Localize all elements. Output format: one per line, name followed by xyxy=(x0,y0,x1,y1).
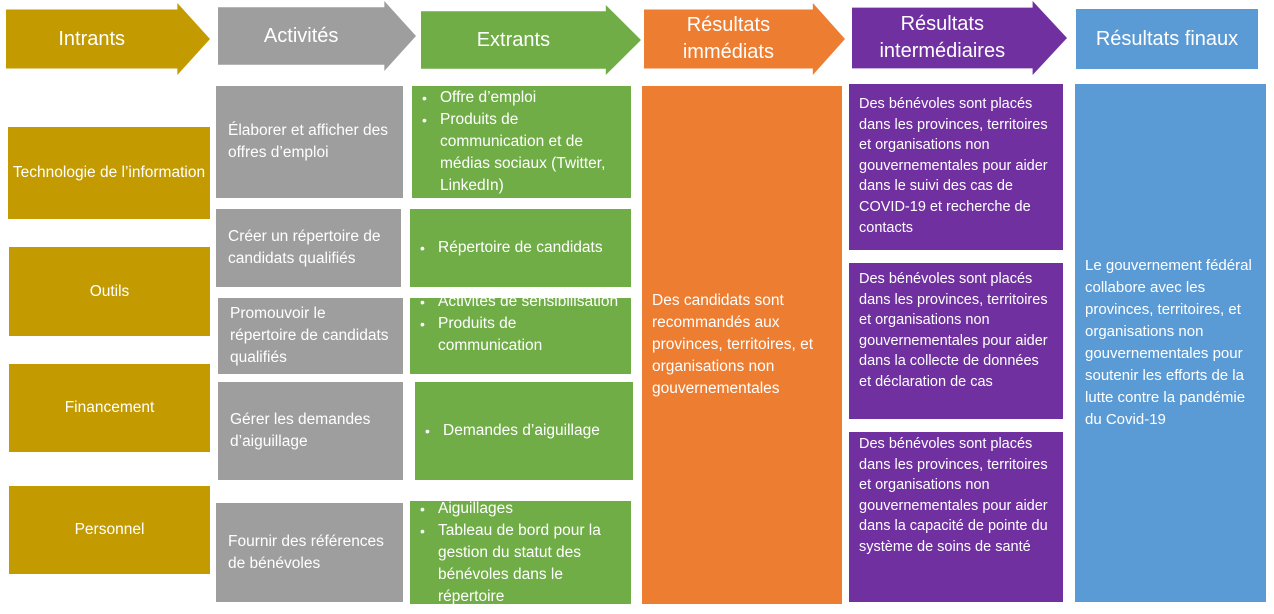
activity-label: Créer un répertoire de candidats qualifi… xyxy=(228,228,381,267)
activity-box-3: Promouvoir le répertoire de candidats qu… xyxy=(218,298,403,374)
output-item: Produits de communication et de médias s… xyxy=(422,109,623,197)
input-box-tools: Outils xyxy=(9,247,210,336)
activity-box-2: Créer un répertoire de candidats qualifi… xyxy=(216,209,401,287)
header-resultats-intermediaires-label: Résultats intermédiaires xyxy=(879,13,1006,62)
activity-box-1: Élaborer et afficher des offres d’emploi xyxy=(216,86,403,198)
output-item: Demandes d’aiguillage xyxy=(425,420,600,442)
activity-label: Promouvoir le répertoire de candidats qu… xyxy=(230,305,389,366)
activity-label: Gérer les demandes d’aiguillage xyxy=(230,411,371,450)
header-extrants: Extrants xyxy=(421,5,641,75)
activity-label: Fournir des références de bénévoles xyxy=(228,532,384,572)
output-item: Répertoire de candidats xyxy=(420,237,603,259)
input-box-it: Technologie de l’information xyxy=(8,127,210,219)
output-item: Activités de sensibilisation xyxy=(420,298,623,313)
output-list: Demandes d’aiguillage xyxy=(415,420,600,442)
output-list: Activités de sensibilisation Produits de… xyxy=(410,298,623,357)
output-item: Tableau de bord pour la gestion du statu… xyxy=(420,520,623,604)
activity-label: Élaborer et afficher des offres d’emploi xyxy=(228,122,388,161)
output-list: Aiguillages Tableau de bord pour la gest… xyxy=(410,501,623,604)
input-label: Outils xyxy=(89,282,130,300)
immediate-outcome-box: Des candidats sont recommandés aux provi… xyxy=(642,86,842,604)
output-box-2: Répertoire de candidats xyxy=(410,209,631,287)
activity-box-4: Gérer les demandes d’aiguillage xyxy=(218,382,403,480)
intermediate-outcome-box-3: Des bénévoles sont placés dans les provi… xyxy=(849,432,1063,602)
intermediate-outcome-text: Des bénévoles sont placés dans les provi… xyxy=(859,436,1048,555)
output-item: Produits de communication xyxy=(420,313,623,357)
intermediate-outcome-box-1: Des bénévoles sont placés dans les provi… xyxy=(849,84,1063,250)
output-box-1: Offre d’emploi Produits de communication… xyxy=(412,86,631,198)
input-box-funding: Financement xyxy=(9,364,210,452)
final-outcome-text: Le gouvernement fédéral collabore avec l… xyxy=(1085,257,1252,428)
intermediate-outcome-text: Des bénévoles sont placés dans les provi… xyxy=(859,96,1048,236)
output-item: Offre d’emploi xyxy=(422,87,623,109)
header-extrants-label: Extrants xyxy=(476,28,551,51)
output-item: Aiguillages xyxy=(420,501,623,520)
output-list: Répertoire de candidats xyxy=(410,237,603,259)
header-activites-label: Activités xyxy=(263,24,339,47)
header-activites: Activités xyxy=(218,1,416,71)
header-resultats-immediats-label: Résultats immédiats xyxy=(682,14,774,63)
output-box-4: Demandes d’aiguillage xyxy=(415,382,633,480)
intermediate-outcome-text: Des bénévoles sont placés dans les provi… xyxy=(859,271,1048,390)
header-resultats-finaux-label: Résultats finaux xyxy=(1095,27,1239,50)
header-resultats-intermediaires: Résultats intermédiaires xyxy=(852,1,1067,75)
header-resultats-immediats: Résultats immédiats xyxy=(644,3,845,75)
immediate-outcome-text: Des candidats sont recommandés aux provi… xyxy=(652,292,814,397)
input-label: Financement xyxy=(64,399,155,416)
intermediate-outcome-box-2: Des bénévoles sont placés dans les provi… xyxy=(849,263,1063,419)
input-label: Personnel xyxy=(74,521,145,538)
activity-box-5: Fournir des références de bénévoles xyxy=(216,503,403,602)
input-box-staff: Personnel xyxy=(9,486,210,574)
header-resultats-finaux: Résultats finaux xyxy=(1076,9,1258,69)
header-intrants-label: Intrants xyxy=(58,27,126,50)
output-box-5: Aiguillages Tableau de bord pour la gest… xyxy=(410,501,631,604)
final-outcome-box: Le gouvernement fédéral collabore avec l… xyxy=(1075,84,1266,602)
output-box-3: Activités de sensibilisation Produits de… xyxy=(410,298,631,374)
header-intrants: Intrants xyxy=(6,3,210,75)
input-label: Technologie de l’information xyxy=(12,164,206,181)
output-list: Offre d’emploi Produits de communication… xyxy=(412,87,623,197)
